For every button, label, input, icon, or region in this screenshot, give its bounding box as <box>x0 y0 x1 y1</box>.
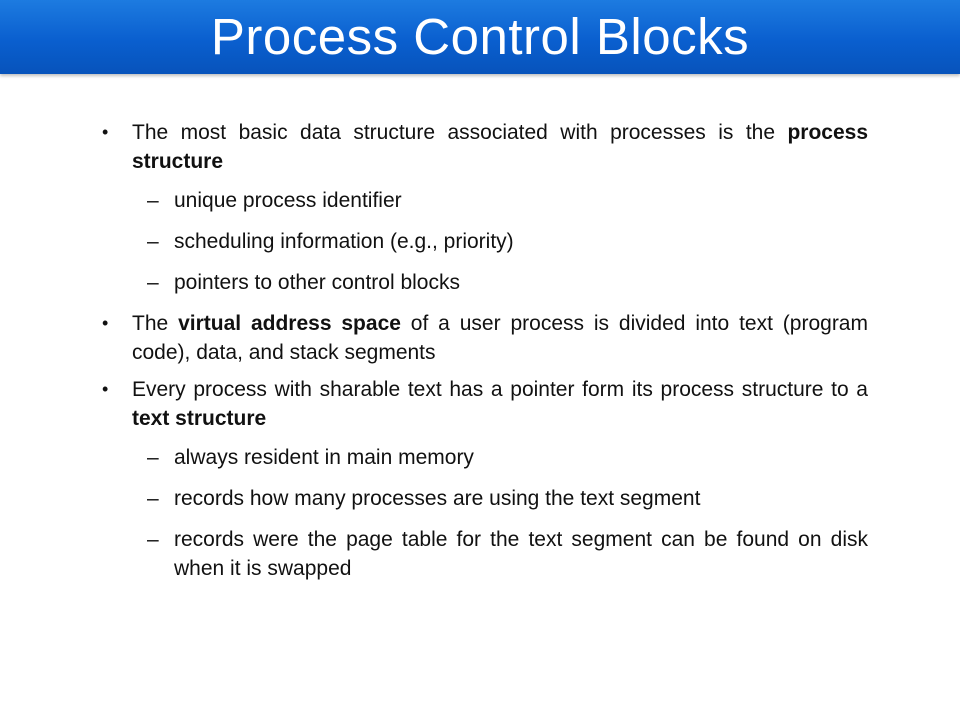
title-bar: Process Control Blocks <box>0 0 960 74</box>
sub-item: – records how many processes are using t… <box>102 484 868 513</box>
bullet-text-pre: The most basic data structure associated… <box>132 121 788 144</box>
sub-item: – always resident in main memory <box>102 443 868 472</box>
sub-item: – pointers to other control blocks <box>102 268 868 297</box>
bullet-text-bold: virtual address space <box>178 312 401 335</box>
bullet-text-pre: The <box>132 312 179 335</box>
sub-item: – records were the page table for the te… <box>102 525 868 583</box>
dash-icon: – <box>147 528 159 551</box>
sub-item-text: unique process identifier <box>174 189 402 212</box>
sub-item-text: records were the page table for the text… <box>174 528 868 580</box>
sub-item-text: pointers to other control blocks <box>174 271 460 294</box>
bullet-process-structure: The most basic data structure associated… <box>102 118 868 176</box>
sub-item: – unique process identifier <box>102 186 868 215</box>
dash-icon: – <box>147 271 159 294</box>
dash-icon: – <box>147 189 159 212</box>
sub-item-text: scheduling information (e.g., priority) <box>174 230 514 253</box>
sub-item: – scheduling information (e.g., priority… <box>102 227 868 256</box>
sub-item-text: records how many processes are using the… <box>174 487 701 510</box>
bullet-text-structure: Every process with sharable text has a p… <box>102 375 868 433</box>
bullet-text-post: of a user process is divided into text (… <box>132 312 868 364</box>
bullet-virtual-address-space: The virtual address space of a user proc… <box>102 309 868 367</box>
sub-item-text: always resident in main memory <box>174 446 474 469</box>
dash-icon: – <box>147 487 159 510</box>
slide-content: The most basic data structure associated… <box>102 118 868 583</box>
bullet-text-pre: Every process with sharable text has a p… <box>132 378 868 401</box>
bullet-text-bold: text structure <box>132 407 267 430</box>
slide-title: Process Control Blocks <box>210 8 750 65</box>
bullet-text-bold: process structure <box>132 121 868 173</box>
dash-icon: – <box>147 446 159 469</box>
dash-icon: – <box>147 230 159 253</box>
